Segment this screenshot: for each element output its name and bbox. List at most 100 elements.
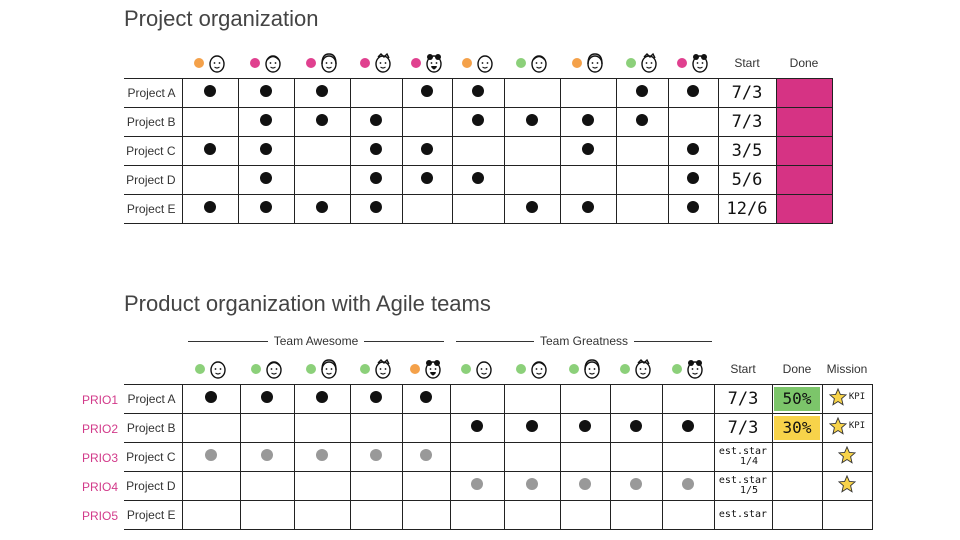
done-percent: 30%: [774, 416, 820, 440]
start-date: 7/3: [713, 384, 773, 414]
face-icon: [424, 360, 441, 379]
team-member: [515, 52, 549, 74]
assignment-dot: [260, 201, 272, 213]
team-member: [460, 358, 494, 380]
assignment-cell: [451, 165, 505, 195]
assignment-cell: [293, 107, 351, 137]
assignment-cell: [503, 500, 561, 530]
assignment-cell: [559, 384, 611, 414]
assignment-dot: [204, 201, 216, 213]
start-date: 5/6: [717, 165, 777, 195]
assignment-dot: [420, 391, 432, 403]
assignment-cell: [401, 442, 451, 472]
planned-dot: [420, 449, 432, 461]
status-dot: [568, 364, 579, 374]
done-cell: [771, 471, 823, 501]
assignment-cell: [559, 107, 617, 137]
assignment-dot: [682, 420, 694, 432]
assignment-dot: [687, 143, 699, 155]
assignment-cell: [181, 136, 239, 166]
assignment-cell: [239, 384, 295, 414]
done-cell: [771, 442, 823, 472]
face-icon: [530, 361, 547, 379]
team-member: [676, 52, 710, 74]
assignment-dot: [472, 114, 484, 126]
face-icon: [583, 359, 600, 379]
row-label: Project E: [124, 194, 183, 224]
assignment-cell: [609, 471, 663, 501]
assignment-dot: [370, 172, 382, 184]
assignment-dot: [260, 85, 272, 97]
assignment-dot: [261, 391, 273, 403]
row-label: Project C: [124, 136, 183, 166]
project-organization-title: Project organization: [124, 6, 319, 31]
assignment-dot: [636, 85, 648, 97]
assignment-dot: [421, 172, 433, 184]
done-cell: [775, 194, 833, 224]
assignment-dot: [370, 114, 382, 126]
priority-label: PRIO2: [82, 421, 119, 436]
assignment-dot: [526, 420, 538, 432]
assignment-dot: [687, 201, 699, 213]
row-label: Project D: [124, 165, 183, 195]
face-icon: [208, 55, 225, 73]
status-dot: [305, 364, 316, 374]
start-date: 7/3: [717, 107, 777, 137]
assignment-cell: [449, 442, 505, 472]
assignment-dot: [316, 114, 328, 126]
assignment-cell: [293, 165, 351, 195]
assignment-cell: [349, 384, 403, 414]
assignment-dot: [582, 201, 594, 213]
planned-dot: [261, 449, 273, 461]
status-dot: [250, 364, 261, 374]
done-cell: 50%: [771, 384, 823, 414]
assignment-cell: [181, 413, 241, 443]
team-greatness-label: Team Greatness: [456, 333, 713, 349]
team-member: [619, 358, 653, 380]
assignment-cell: [237, 107, 295, 137]
assignment-cell: [449, 500, 505, 530]
done-cell: [775, 136, 833, 166]
assignment-dot: [687, 172, 699, 184]
mission-cell: [821, 500, 873, 530]
assignment-cell: [349, 442, 403, 472]
face-icon: [265, 361, 282, 379]
priority-label: PRIO4: [82, 479, 119, 494]
assignment-cell: [449, 384, 505, 414]
assignment-cell: [349, 165, 403, 195]
status-dot: [409, 364, 420, 374]
mission-cell: KPI: [821, 384, 873, 414]
status-dot: [619, 364, 630, 374]
assignment-dot: [421, 143, 433, 155]
assignment-cell: [559, 413, 611, 443]
assignment-cell: [401, 384, 451, 414]
assignment-cell: [401, 413, 451, 443]
assignment-cell: [503, 165, 561, 195]
priority-label: PRIO5: [82, 508, 119, 523]
face-icon: [634, 358, 651, 379]
assignment-dot: [526, 201, 538, 213]
assignment-cell: [609, 384, 663, 414]
assignment-cell: [503, 78, 561, 108]
assignment-cell: [293, 384, 351, 414]
assignment-dot: [370, 201, 382, 213]
assignment-dot: [582, 143, 594, 155]
status-dot: [571, 58, 582, 68]
row-label: Project A: [124, 384, 183, 414]
assignment-cell: [401, 471, 451, 501]
face-icon: [475, 361, 492, 379]
star-icon: [837, 445, 857, 464]
assignment-cell: [667, 136, 719, 166]
face-icon: [374, 52, 391, 73]
assignment-cell: [293, 471, 351, 501]
done-cell: [771, 500, 823, 530]
assignment-cell: [349, 136, 403, 166]
planned-dot: [682, 478, 694, 490]
status-dot: [193, 58, 204, 68]
assignment-dot: [636, 114, 648, 126]
team-member: [305, 52, 339, 74]
face-icon: [691, 54, 708, 73]
